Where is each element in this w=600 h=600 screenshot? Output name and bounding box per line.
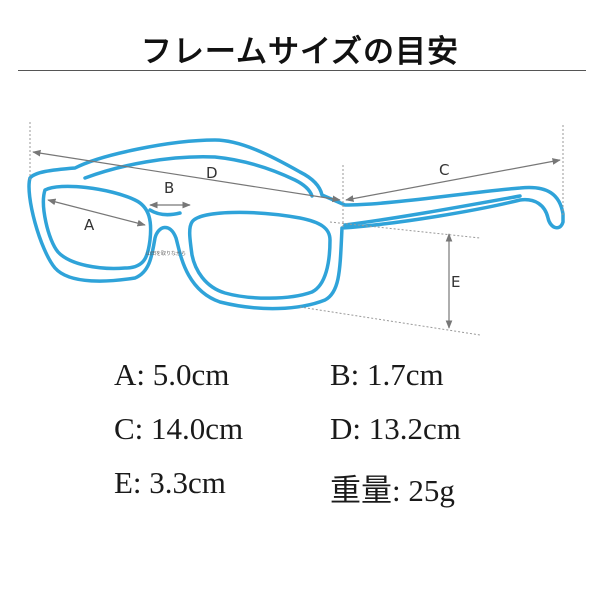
dimension-label-d: D (206, 164, 218, 182)
title-divider (18, 70, 586, 71)
dimension-d-line (32, 149, 341, 203)
dimension-label-e: E (451, 273, 460, 291)
lens-small-print: 山田を取りながら (146, 250, 186, 257)
guide-lines (29, 122, 564, 336)
dimension-c-line (345, 158, 561, 202)
dimension-label-c: C (439, 161, 449, 179)
spec-a: A: 5.0cm (114, 357, 230, 392)
spec-weight: 重量: 25g (330, 473, 455, 508)
glasses-diagram: D C B A E 山田を取りながら (27, 122, 565, 336)
spec-e: E: 3.3cm (114, 465, 226, 500)
spec-list: A: 5.0cm B: 1.7cm C: 14.0cm D: 13.2cm E:… (0, 355, 600, 515)
spec-c: C: 14.0cm (114, 411, 244, 446)
dimension-label-b: B (164, 179, 174, 197)
left-lens-rim (41, 184, 153, 271)
dimension-a-line (47, 198, 146, 227)
page-title: フレームサイズの目安 (140, 34, 460, 70)
glasses-frame (27, 138, 565, 311)
dimension-lines (32, 149, 561, 329)
dimension-label-a: A (84, 216, 95, 234)
right-lens-rim (187, 210, 332, 300)
spec-d: D: 13.2cm (330, 411, 461, 446)
spec-b: B: 1.7cm (330, 357, 444, 392)
